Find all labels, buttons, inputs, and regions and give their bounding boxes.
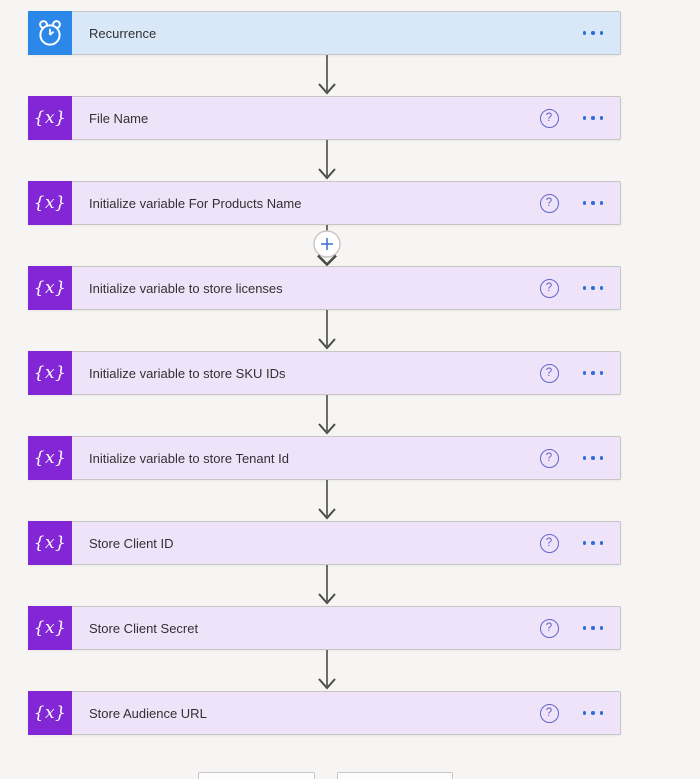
step-title: Initialize variable For Products Name — [89, 195, 302, 211]
flow-connector-arrow — [318, 565, 336, 605]
help-icon[interactable]: ? — [539, 278, 559, 298]
variable-icon: {x} — [28, 436, 72, 480]
flow-connector-arrow — [318, 55, 336, 95]
flow-step-card-init-products-name[interactable]: {x} Initialize variable For Products Nam… — [28, 181, 621, 225]
flow-step-card-recurrence[interactable]: Recurrence — [28, 11, 621, 55]
variable-icon: {x} — [28, 606, 72, 650]
ellipsis-menu-button[interactable] — [582, 707, 603, 719]
flow-step-list: Recurrence {x} File Name ? — [28, 11, 621, 735]
ellipsis-dot — [582, 456, 586, 460]
ellipsis-dot — [582, 31, 586, 35]
variable-glyph: {x} — [33, 532, 67, 553]
ellipsis-dot — [599, 711, 603, 715]
ellipsis-dot — [591, 371, 595, 375]
variable-icon: {x} — [28, 351, 72, 395]
step-title: Recurrence — [89, 25, 157, 41]
insert-step-button[interactable] — [313, 230, 341, 258]
variable-glyph: {x} — [33, 277, 67, 298]
variable-glyph: {x} — [33, 447, 67, 468]
ellipsis-dot — [582, 711, 586, 715]
step-title: File Name — [89, 110, 149, 126]
ellipsis-dot — [599, 541, 603, 545]
ellipsis-dot — [599, 371, 603, 375]
help-icon[interactable]: ? — [539, 618, 559, 638]
footer-partial-button[interactable] — [198, 772, 315, 779]
help-icon[interactable]: ? — [539, 533, 559, 553]
help-icon[interactable]: ? — [539, 448, 559, 468]
ellipsis-menu-button[interactable] — [582, 452, 603, 464]
alarm-clock-icon — [28, 11, 72, 55]
ellipsis-dot — [591, 626, 595, 630]
flow-step-card-store-client-secret[interactable]: {x} Store Client Secret ? — [28, 606, 621, 650]
ellipsis-dot — [599, 116, 603, 120]
ellipsis-dot — [591, 201, 595, 205]
flow-connector-arrow — [318, 310, 336, 350]
step-title: Initialize variable to store SKU IDs — [89, 365, 286, 381]
ellipsis-dot — [599, 201, 603, 205]
ellipsis-dot — [591, 541, 595, 545]
flow-connector-arrow — [318, 650, 336, 690]
ellipsis-dot — [582, 371, 586, 375]
ellipsis-dot — [591, 31, 595, 35]
variable-glyph: {x} — [33, 192, 67, 213]
footer-partial-button[interactable] — [337, 772, 453, 779]
flow-step-card-file-name[interactable]: {x} File Name ? — [28, 96, 621, 140]
flow-step-card-init-sku-ids[interactable]: {x} Initialize variable to store SKU IDs… — [28, 351, 621, 395]
step-title: Initialize variable to store Tenant Id — [89, 450, 289, 466]
ellipsis-dot — [582, 626, 586, 630]
variable-glyph: {x} — [33, 362, 67, 383]
variable-icon: {x} — [28, 521, 72, 565]
variable-glyph: {x} — [33, 617, 67, 638]
flow-connector-arrow — [318, 480, 336, 520]
ellipsis-dot — [599, 456, 603, 460]
ellipsis-menu-button[interactable] — [582, 197, 603, 209]
ellipsis-menu-button[interactable] — [582, 112, 603, 124]
ellipsis-menu-button[interactable] — [582, 537, 603, 549]
help-icon[interactable]: ? — [539, 703, 559, 723]
ellipsis-dot — [582, 286, 586, 290]
variable-icon: {x} — [28, 181, 72, 225]
step-title: Store Client ID — [89, 535, 174, 551]
ellipsis-dot — [591, 456, 595, 460]
flow-step-card-store-audience-url[interactable]: {x} Store Audience URL ? — [28, 691, 621, 735]
help-icon[interactable]: ? — [539, 108, 559, 128]
variable-icon: {x} — [28, 96, 72, 140]
ellipsis-dot — [582, 116, 586, 120]
ellipsis-dot — [599, 626, 603, 630]
ellipsis-dot — [599, 286, 603, 290]
variable-icon: {x} — [28, 266, 72, 310]
ellipsis-menu-button[interactable] — [582, 622, 603, 634]
ellipsis-dot — [582, 541, 586, 545]
ellipsis-menu-button[interactable] — [582, 27, 603, 39]
ellipsis-dot — [591, 116, 595, 120]
help-icon[interactable]: ? — [539, 363, 559, 383]
step-title: Initialize variable to store licenses — [89, 280, 283, 296]
ellipsis-menu-button[interactable] — [582, 282, 603, 294]
ellipsis-dot — [599, 31, 603, 35]
variable-glyph: {x} — [33, 702, 67, 723]
ellipsis-dot — [591, 711, 595, 715]
flow-connector-arrow-with-insert — [313, 225, 341, 266]
ellipsis-dot — [591, 286, 595, 290]
flow-step-card-init-tenant-id[interactable]: {x} Initialize variable to store Tenant … — [28, 436, 621, 480]
flow-step-card-init-licenses[interactable]: {x} Initialize variable to store license… — [28, 266, 621, 310]
step-title: Store Client Secret — [89, 620, 199, 636]
variable-glyph: {x} — [33, 107, 67, 128]
flow-step-card-store-client-id[interactable]: {x} Store Client ID ? — [28, 521, 621, 565]
ellipsis-menu-button[interactable] — [582, 367, 603, 379]
help-icon[interactable]: ? — [539, 193, 559, 213]
flow-connector-arrow — [318, 395, 336, 435]
variable-icon: {x} — [28, 691, 72, 735]
step-title: Store Audience URL — [89, 705, 207, 721]
ellipsis-dot — [582, 201, 586, 205]
flow-connector-arrow — [318, 140, 336, 180]
